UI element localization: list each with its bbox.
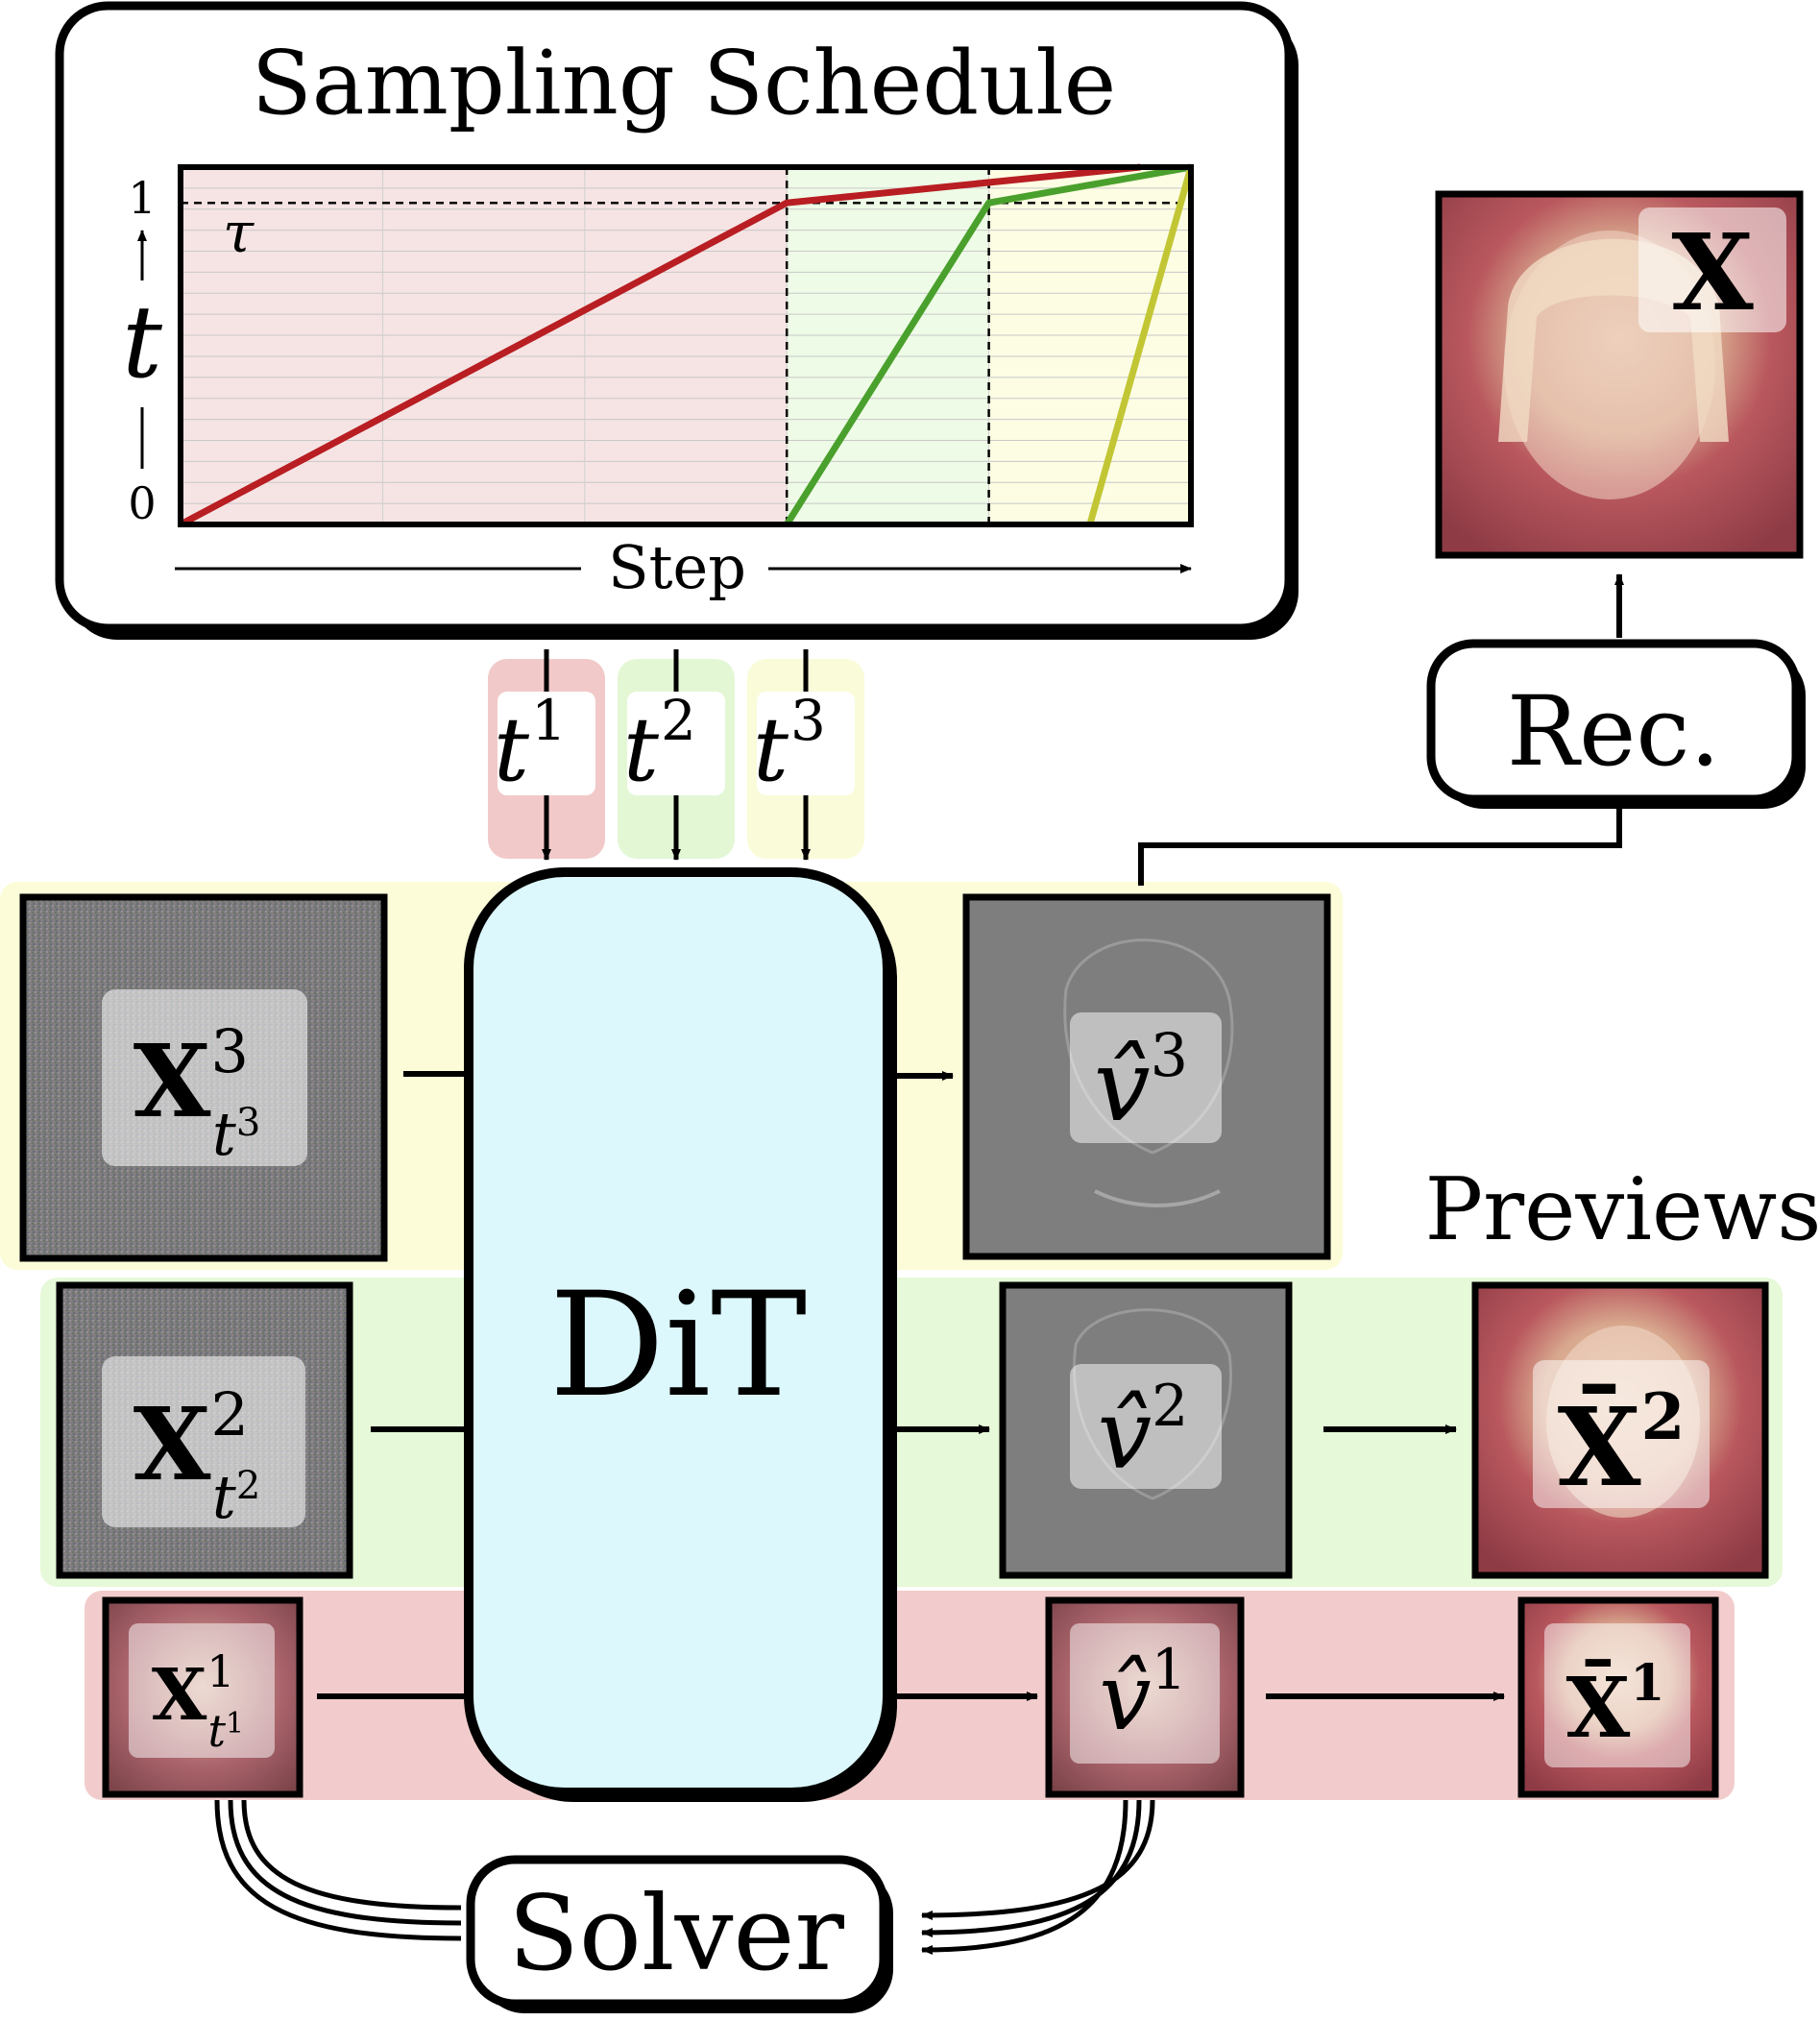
svg-text:v̂2: v̂2 [1098, 1373, 1189, 1491]
timestep-label-2: t2 [623, 688, 696, 801]
plot-region-3 [988, 167, 1191, 524]
x-axis-label: Step [608, 532, 746, 602]
svg-text:X̄1: X̄1 [1566, 1654, 1665, 1757]
previews-label: Previews [1425, 1159, 1820, 1260]
solver-box: Solver [466, 1855, 893, 2013]
y-tick-low: 0 [128, 477, 156, 529]
timestep-label-3: t3 [753, 688, 826, 801]
timestep-label-1: t1 [494, 688, 567, 801]
timestep-label-1-bg [497, 692, 595, 795]
output-x: X [1435, 190, 1804, 559]
velocity-v2: v̂2 [999, 1281, 1293, 1579]
tau-label: τ [223, 200, 255, 265]
dit-block: DiT [464, 867, 897, 1802]
plot-frame [178, 164, 1194, 527]
preview-x2: X̄2 [1471, 1281, 1769, 1579]
plot-region-1 [181, 167, 788, 524]
output-label: X [1671, 210, 1754, 334]
sampling-schedule-panel: Sampling Schedule 1 0 τ t Step [55, 1, 1298, 640]
y-axis-label: t [122, 283, 162, 401]
schedule-title: Sampling Schedule [252, 32, 1117, 134]
schedule-series-3-line [1086, 166, 1195, 525]
solver-label: Solver [508, 1874, 844, 1994]
timestep-label-3-bg [757, 692, 855, 795]
svg-text:v̂3: v̂3 [1094, 1020, 1188, 1144]
schedule-plot [178, 163, 1195, 528]
timestep-chips: t1 t2 t3 [488, 649, 864, 861]
v3-to-rec-connector [1138, 805, 1622, 886]
solver-connectors [214, 1799, 1155, 1955]
schedule-series-2-line [784, 163, 1192, 526]
velocity-v1: v̂1 [1045, 1596, 1245, 1798]
svg-text:X̄2: X̄2 [1558, 1379, 1686, 1511]
preview-x1: X̄1 [1517, 1596, 1719, 1798]
y-tick-high: 1 [128, 172, 156, 224]
schedule-series-1-line [179, 163, 1141, 528]
timestep-label-2-bg [627, 692, 725, 795]
svg-text:v̂1: v̂1 [1099, 1637, 1186, 1751]
dit-label: DiT [549, 1262, 807, 1429]
rec-box: Rec. [1426, 639, 1806, 809]
velocity-v3: v̂3 [962, 893, 1331, 1260]
rec-label: Rec. [1507, 675, 1720, 788]
